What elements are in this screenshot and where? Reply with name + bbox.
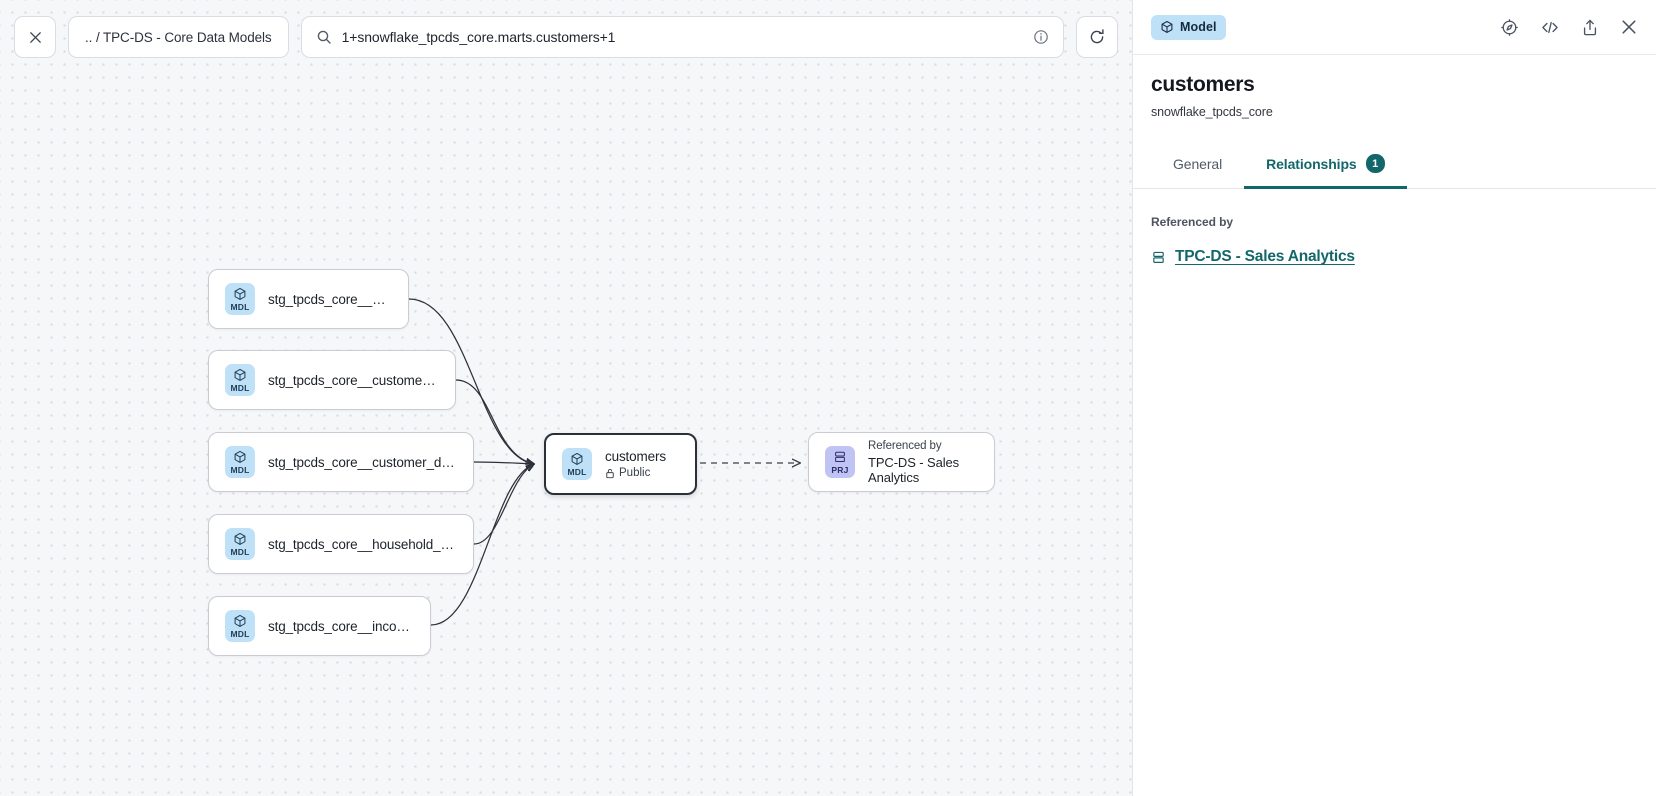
badge-label: MDL — [230, 465, 250, 475]
lineage-node-focused[interactable]: MDL customers Public — [544, 433, 697, 495]
lineage-search-input[interactable]: 1+snowflake_tpcds_core.marts.customers+1 — [341, 29, 616, 45]
badge-label: MDL — [230, 629, 250, 639]
tab-general[interactable]: General — [1151, 144, 1244, 189]
code-icon[interactable] — [1540, 18, 1560, 37]
close-icon[interactable] — [1620, 18, 1638, 36]
model-badge: MDL — [225, 283, 255, 315]
badge-label: PRJ — [831, 465, 849, 475]
model-badge: MDL — [225, 610, 255, 642]
detail-panel-header: Model — [1133, 0, 1656, 55]
close-icon — [28, 30, 43, 45]
cube-icon — [233, 450, 247, 464]
node-label: stg_tpcds_core__customer — [268, 291, 392, 307]
referenced-by-label: TPC-DS - Sales Analytics — [1175, 248, 1355, 265]
cube-icon — [233, 614, 247, 628]
node-label: TPC-DS - Sales Analytics — [868, 454, 960, 485]
section-label-referenced-by: Referenced by — [1151, 215, 1234, 229]
badge-label: MDL — [567, 467, 587, 477]
entity-type-label: Model — [1180, 20, 1217, 34]
breadcrumb-label: .. / TPC-DS - Core Data Models — [85, 29, 272, 45]
search-icon — [316, 29, 332, 45]
referenced-by-link[interactable]: TPC-DS - Sales Analytics — [1151, 248, 1638, 266]
explore-icon[interactable] — [1500, 18, 1519, 37]
node-body: stg_tpcds_core__customer_address — [268, 373, 439, 388]
cube-icon — [233, 287, 247, 301]
info-icon[interactable] — [1033, 29, 1049, 45]
model-badge: MDL — [225, 364, 255, 396]
node-body: Referenced by TPC-DS - Sales Analytics — [868, 440, 978, 485]
cube-icon — [1160, 20, 1174, 34]
entity-type-chip: Model — [1151, 14, 1226, 40]
page-subtitle: snowflake_tpcds_core — [1151, 105, 1273, 119]
project-icon — [1151, 250, 1166, 265]
node-visibility: Public — [605, 467, 666, 479]
canvas-toolbar: .. / TPC-DS - Core Data Models 1+snowfla… — [0, 0, 1132, 74]
node-body: stg_tpcds_core__income_band — [268, 619, 414, 634]
project-icon — [833, 450, 847, 464]
page-title: customers — [1151, 73, 1255, 96]
cube-icon — [233, 368, 247, 382]
lineage-node[interactable]: MDL stg_tpcds_core__customer_demogra… — [208, 432, 474, 492]
badge-label: MDL — [230, 383, 250, 393]
panel-action-bar — [1500, 18, 1638, 37]
detail-panel-tabs: General Relationships 1 — [1133, 144, 1656, 189]
node-visibility-label: Public — [619, 467, 651, 479]
tab-label: Relationships — [1266, 155, 1357, 172]
lineage-edges — [408, 298, 1132, 626]
model-badge: MDL — [225, 446, 255, 478]
model-badge: MDL — [562, 448, 592, 480]
cube-icon — [233, 532, 247, 546]
refresh-button[interactable] — [1076, 16, 1118, 58]
close-lineage-button[interactable] — [14, 16, 56, 58]
node-label: stg_tpcds_core__income_band — [268, 618, 414, 634]
badge-label: MDL — [230, 302, 250, 312]
lineage-node[interactable]: MDL stg_tpcds_core__customer — [208, 269, 409, 329]
node-body: stg_tpcds_core__household_demogr… — [268, 537, 457, 552]
node-label: customers — [605, 449, 666, 464]
detail-panel: Model — [1132, 0, 1656, 796]
node-body: stg_tpcds_core__customer — [268, 292, 392, 307]
lineage-node[interactable]: MDL stg_tpcds_core__household_demogr… — [208, 514, 474, 574]
relationships-content: Referenced by TPC-DS - Sales Analytics — [1133, 189, 1656, 266]
node-label: stg_tpcds_core__customer_address — [268, 372, 439, 388]
node-body: stg_tpcds_core__customer_demogra… — [268, 455, 457, 470]
cube-icon — [570, 452, 584, 466]
refresh-icon — [1088, 28, 1106, 46]
lock-icon — [605, 468, 615, 479]
badge-label: MDL — [230, 547, 250, 557]
status-badge: 1 — [1365, 154, 1385, 173]
detail-panel-title-block: customers snowflake_tpcds_core — [1133, 55, 1656, 119]
tab-label: General — [1173, 155, 1223, 172]
node-label: stg_tpcds_core__household_demogr… — [268, 536, 457, 552]
share-icon[interactable] — [1581, 18, 1599, 37]
breadcrumb[interactable]: .. / TPC-DS - Core Data Models — [68, 16, 289, 58]
node-body: customers Public — [605, 449, 666, 479]
lineage-node-downstream[interactable]: PRJ Referenced by TPC-DS - Sales Analyti… — [808, 432, 995, 492]
lineage-node[interactable]: MDL stg_tpcds_core__customer_address — [208, 350, 456, 410]
lineage-canvas[interactable]: .. / TPC-DS - Core Data Models 1+snowfla… — [0, 0, 1132, 796]
node-label: stg_tpcds_core__customer_demogra… — [268, 454, 457, 470]
project-badge: PRJ — [825, 446, 855, 478]
lineage-search-box[interactable]: 1+snowflake_tpcds_core.marts.customers+1 — [300, 16, 1064, 58]
model-badge: MDL — [225, 528, 255, 560]
lineage-node[interactable]: MDL stg_tpcds_core__income_band — [208, 596, 431, 656]
tab-relationships[interactable]: Relationships 1 — [1244, 144, 1407, 189]
node-eyebrow: Referenced by — [868, 439, 942, 452]
